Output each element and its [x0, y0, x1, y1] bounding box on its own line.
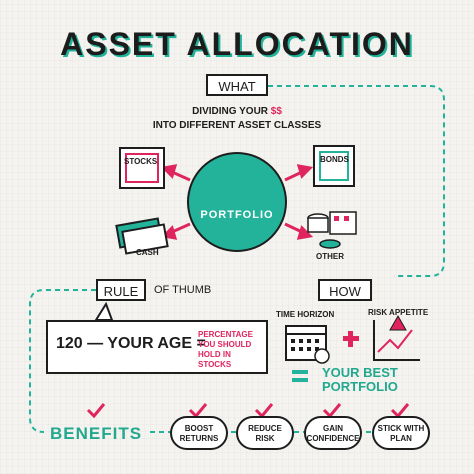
what-line1-prefix: DIVIDING YOUR: [192, 106, 271, 117]
risk-appetite-label: RISK APPETITE: [368, 308, 429, 317]
how-banner: HOW: [318, 279, 372, 301]
best-portfolio-line1: YOUR BEST: [322, 365, 398, 380]
page-title: ASSET ALLOCATION: [60, 26, 414, 62]
other-buildings-icon: [307, 211, 357, 249]
bonds-label: BONDS: [320, 155, 349, 164]
plus-icon: [343, 331, 359, 347]
stocks-icon: [119, 147, 165, 189]
cash-icon: [115, 217, 169, 255]
portfolio-circle: [187, 152, 287, 252]
other-label: OTHER: [316, 252, 344, 261]
benefits-label: BENEFITS: [50, 424, 143, 443]
check-icons: [86, 403, 410, 419]
benefit-boost-returns: BOOST RETURNS: [170, 416, 228, 450]
what-line1: DIVIDING YOUR $$: [0, 106, 474, 117]
formula-box: [46, 320, 268, 374]
bonds-icon: [313, 145, 355, 187]
cash-label: CASH: [136, 248, 159, 257]
portfolio-label: PORTFOLIO: [200, 209, 274, 221]
calendar-icon: [285, 325, 330, 364]
rule-banner: RULE: [96, 279, 146, 301]
time-horizon-label: TIME HORIZON: [276, 310, 335, 319]
risk-chart-icon: [373, 314, 420, 361]
best-portfolio-line2: PORTFOLIO: [322, 379, 398, 394]
benefit-stick-with-plan: STICK WITH PLAN: [372, 416, 430, 450]
what-dollar-symbol: $$: [270, 106, 282, 117]
formula-text: 120 — YOUR AGE =: [56, 335, 206, 352]
what-line2: INTO DIFFERENT ASSET CLASSES: [152, 120, 322, 131]
stocks-label: STOCKS: [124, 157, 158, 166]
equals-icon: [292, 370, 308, 382]
rule-suffix: OF THUMB: [154, 284, 212, 296]
benefit-reduce-risk: REDUCE RISK: [236, 416, 294, 450]
what-banner: WHAT: [206, 74, 268, 96]
stocks-percentage-note: PERCENTAGE YOU SHOULD HOLD IN STOCKS: [198, 330, 253, 369]
benefit-gain-confidence: GAIN CONFIDENCE: [304, 416, 362, 450]
